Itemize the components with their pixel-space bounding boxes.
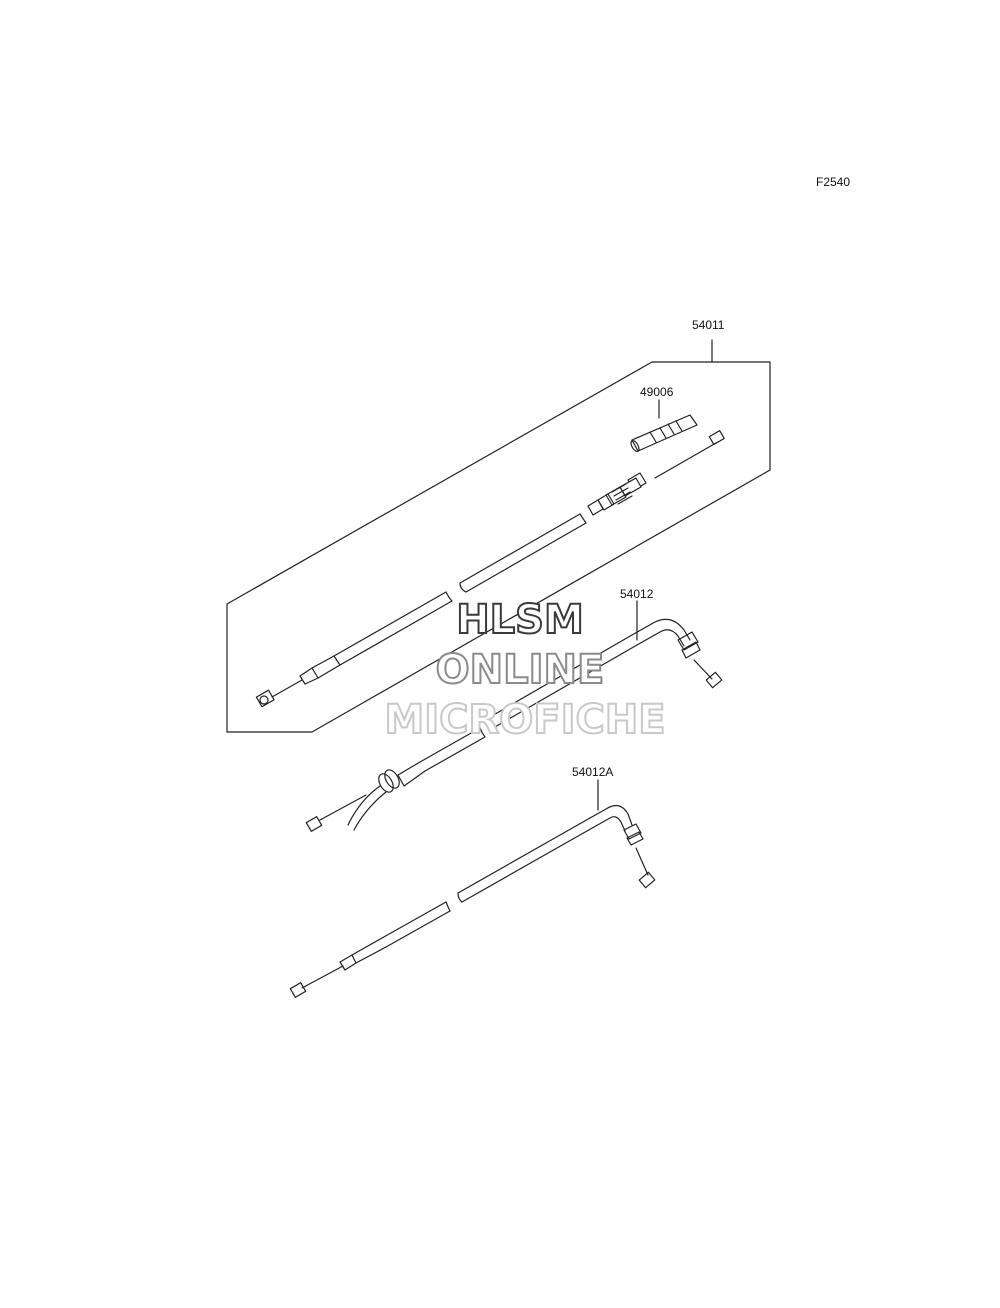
watermark-line-2: ONLINE (435, 647, 606, 693)
part-number-49006: 49006 (640, 385, 674, 399)
watermark-line-1: HLSM (455, 597, 585, 643)
boot-49006 (630, 414, 698, 453)
part-number-54012a: 54012A (572, 765, 614, 779)
figure-code: F2540 (816, 175, 851, 189)
assembly-outline-54011 (226, 339, 771, 733)
part-number-54012: 54012 (620, 587, 654, 601)
throttle-cable-54012a (289, 804, 656, 998)
clutch-cable-54011 (255, 430, 725, 708)
throttle-cable-54012 (305, 618, 723, 832)
watermark-line-3: MICROFICHE (383, 697, 666, 743)
part-number-54011: 54011 (692, 318, 725, 332)
